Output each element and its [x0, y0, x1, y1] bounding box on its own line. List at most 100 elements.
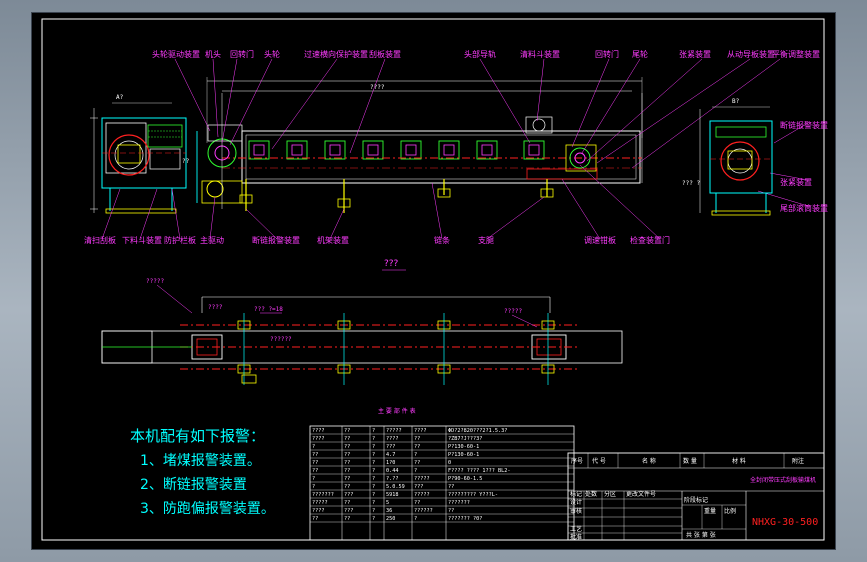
parts-table-cell: ??	[344, 476, 350, 482]
callout-scraper-device: 刮板装置	[369, 49, 401, 59]
parts-table-cell: ??	[448, 484, 454, 490]
parts-table-cell: ??	[312, 516, 318, 522]
callout-right-tail-roller: 尾部滚筒装置	[780, 203, 828, 213]
parts-table-cell: ?	[372, 468, 375, 474]
tb-model-code: NHXG-30-500	[752, 517, 818, 528]
parts-table-cell: ?.??	[386, 476, 399, 482]
parts-table-cell: ?	[372, 476, 375, 482]
parts-table-cell: ??????? ?0?	[448, 516, 482, 522]
parts-table-cell: ?	[414, 468, 417, 474]
tb-col-remark: 附注	[792, 457, 804, 465]
callout-chain: 链条	[434, 235, 450, 245]
notes-item-3: 3、防跑偏报警装置。	[140, 501, 275, 517]
parts-table-cell: 36	[386, 508, 392, 514]
parts-table-cell: ??	[344, 468, 350, 474]
tb-mark-2: 分区	[604, 490, 616, 498]
parts-table-cell: ??	[414, 460, 420, 466]
parts-table-cell: ??	[344, 428, 350, 434]
tb-mark-1: 处数	[585, 490, 597, 498]
callout-head-drive: 头轮驱动装置	[152, 49, 200, 59]
parts-table-cell: P?130-60-1	[448, 452, 479, 458]
parts-table-cell: ???	[386, 444, 395, 450]
tb-mark-3: 更改文件号	[626, 490, 656, 498]
parts-table-cell: ??	[344, 516, 350, 522]
parts-table-cell: ?	[372, 492, 375, 498]
cad-drawing-viewport[interactable]: A? ?? ????	[32, 13, 835, 549]
tb-design: 设计	[570, 498, 582, 506]
notes-item-1: 1、堵煤报警装置。	[140, 453, 261, 469]
tb-scale: 比例	[724, 507, 736, 515]
tb-weight: 重量	[704, 507, 716, 515]
parts-table-cell: ?	[414, 516, 417, 522]
callout-broken-chain-alarm: 断链报警装置	[252, 235, 300, 245]
left-view-label-a: A?	[116, 94, 124, 101]
parts-table-title: 主 要 部 件 表	[378, 407, 416, 415]
left-view-label-b: ??	[182, 158, 190, 165]
callout-overspeed-protection: 过速横向保护装置	[304, 49, 368, 59]
tb-stage: 阶段标记	[684, 496, 708, 504]
title-block: 序号 代 号 名 称 数 量 材 料 附注 标记 处数 分区 更改文件号 设计 …	[567, 452, 825, 541]
parts-table-cell: ??	[312, 468, 318, 474]
parts-table-cell: 250	[386, 516, 395, 522]
parts-table-cell: ?????	[414, 492, 430, 498]
tb-approve: 批准	[570, 533, 582, 541]
parts-table-cell: ??	[312, 460, 318, 466]
parts-table-cell: ??	[344, 500, 350, 506]
callout-rotary-gate-2: 回转门	[595, 49, 619, 59]
plan-label-mid-b: ??????	[270, 336, 292, 343]
callout-inspection-door: 检查装置门	[630, 235, 670, 245]
parts-table-cell: ???????	[312, 492, 334, 498]
left-end-view: A? ??	[90, 94, 190, 214]
callout-right-tension: 张紧装置	[780, 177, 812, 187]
parts-table-cell: ?	[372, 460, 375, 466]
callout-tension-device: 张紧装置	[679, 49, 711, 59]
parts-table-cell: ?	[372, 444, 375, 450]
parts-table-cell: ??	[414, 444, 420, 450]
parts-table-cell: ?ZB7?J???3?	[448, 436, 482, 442]
parts-table-cell: ?	[372, 484, 375, 490]
parts-table-cell: ??	[344, 460, 350, 466]
parts-table-cell: ???	[344, 492, 353, 498]
parts-table-cell: ?	[372, 508, 375, 514]
parts-table-cell: ??	[414, 500, 420, 506]
right-view-label-a: B?	[732, 98, 740, 105]
cad-drawing-sheet: A? ?? ????	[41, 18, 828, 541]
parts-table-cell: ?	[372, 516, 375, 522]
parts-table-cell: 5	[386, 500, 389, 506]
parts-table-cell: ?	[312, 476, 315, 482]
parts-table-cell: ΦD?2?820???2?1.5.3?	[448, 428, 507, 434]
parts-table-cell: ???	[344, 508, 353, 514]
plan-label-right-top: ?????	[504, 308, 522, 315]
main-elevation-view: ????	[196, 77, 643, 213]
parts-table-cell: ?	[312, 444, 315, 450]
tb-check: 审核	[570, 507, 582, 515]
parts-table-cell: 5.0.59	[386, 484, 405, 490]
parts-table-cell: ?	[312, 484, 315, 490]
tb-col-code: 代 号	[592, 457, 606, 465]
tb-col-qty: 数 量	[683, 457, 697, 465]
parts-table-cell: ????	[414, 428, 427, 434]
callout-tail-wheel: 尾轮	[632, 49, 648, 59]
parts-table-cell: ???	[414, 484, 423, 490]
parts-table: 主 要 部 件 表 ????????????????ΦD?2?820???2?1…	[309, 407, 575, 541]
callout-rotary-gate: 回转门	[230, 49, 254, 59]
parts-table-cell: ?????	[414, 476, 430, 482]
parts-table-cell: ?	[372, 428, 375, 434]
parts-table-cell: ????	[386, 436, 399, 442]
callout-frame-device: 机架装置	[317, 235, 349, 245]
tb-mark-0: 标记	[570, 490, 582, 498]
tb-craft: 工艺	[570, 525, 582, 533]
top-dimension: ????	[370, 84, 385, 91]
parts-table-cell: 1?0	[386, 460, 395, 466]
callout-balance-adjust: 平衡调整装置	[772, 49, 820, 59]
parts-table-cell: ??	[414, 436, 420, 442]
parts-table-rows: ????????????????ΦD?2?820???2?1.5.3??????…	[312, 428, 510, 522]
callout-head-rail: 头部导轨	[464, 49, 496, 59]
parts-table-cell: ?	[372, 436, 375, 442]
notes-title: 本机配有如下报警：	[130, 427, 265, 445]
parts-table-cell: ??	[344, 444, 350, 450]
parts-table-cell: ??	[344, 436, 350, 442]
parts-table-cell: ??????	[414, 508, 433, 514]
parts-table-cell: ????	[312, 436, 325, 442]
parts-table-cell: ???????	[448, 500, 470, 506]
